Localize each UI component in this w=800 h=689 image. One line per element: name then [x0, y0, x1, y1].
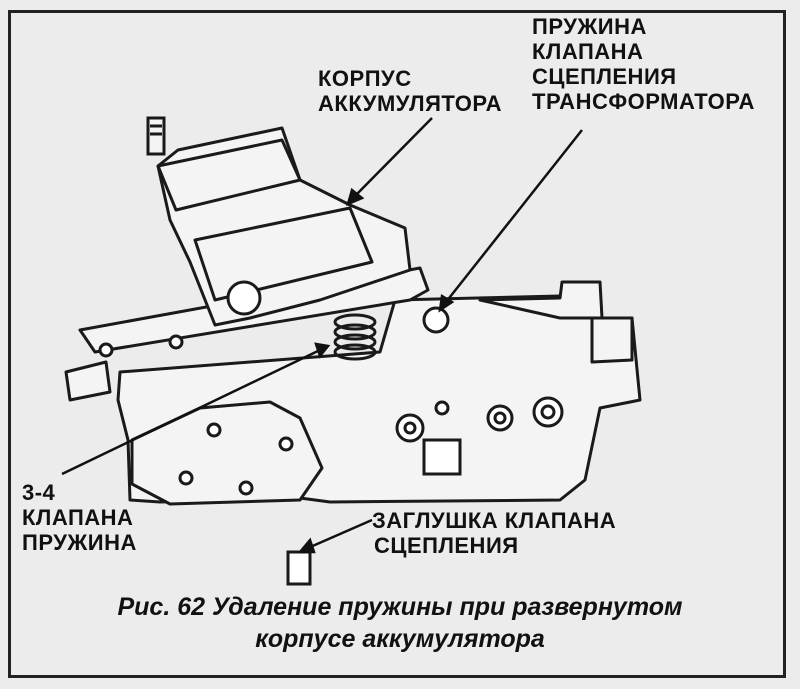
accumulator-fitting: [146, 116, 166, 156]
left-tab: [64, 360, 112, 402]
clutch-valve-plug-part: [286, 550, 312, 586]
right-block-upper: [478, 280, 604, 320]
label-3-4-valve-spring: 3-4 КЛАПАНА ПРУЖИНА: [22, 480, 137, 555]
figure-border: [8, 10, 786, 678]
label-clutch-valve-plug: ЗАГЛУШКА КЛАПАНА СЦЕПЛЕНИЯ: [372, 508, 617, 558]
right-block-side: [590, 316, 634, 364]
figure-caption-line-2: корпусе аккумулятора: [255, 625, 545, 653]
spring-3-4: [333, 313, 377, 361]
label-accumulator-body: КОРПУС АККУМУЛЯТОРА: [318, 66, 503, 116]
accumulator-face: [156, 138, 302, 212]
figure-caption-line-1: Рис. 62 Удаление пружины при развернутом: [117, 593, 683, 621]
label-converter-clutch-spring: ПРУЖИНА КЛАПАНА СЦЕПЛЕНИЯ ТРАНСФОРМАТОРА: [532, 14, 755, 114]
accumulator-side: [193, 206, 374, 302]
